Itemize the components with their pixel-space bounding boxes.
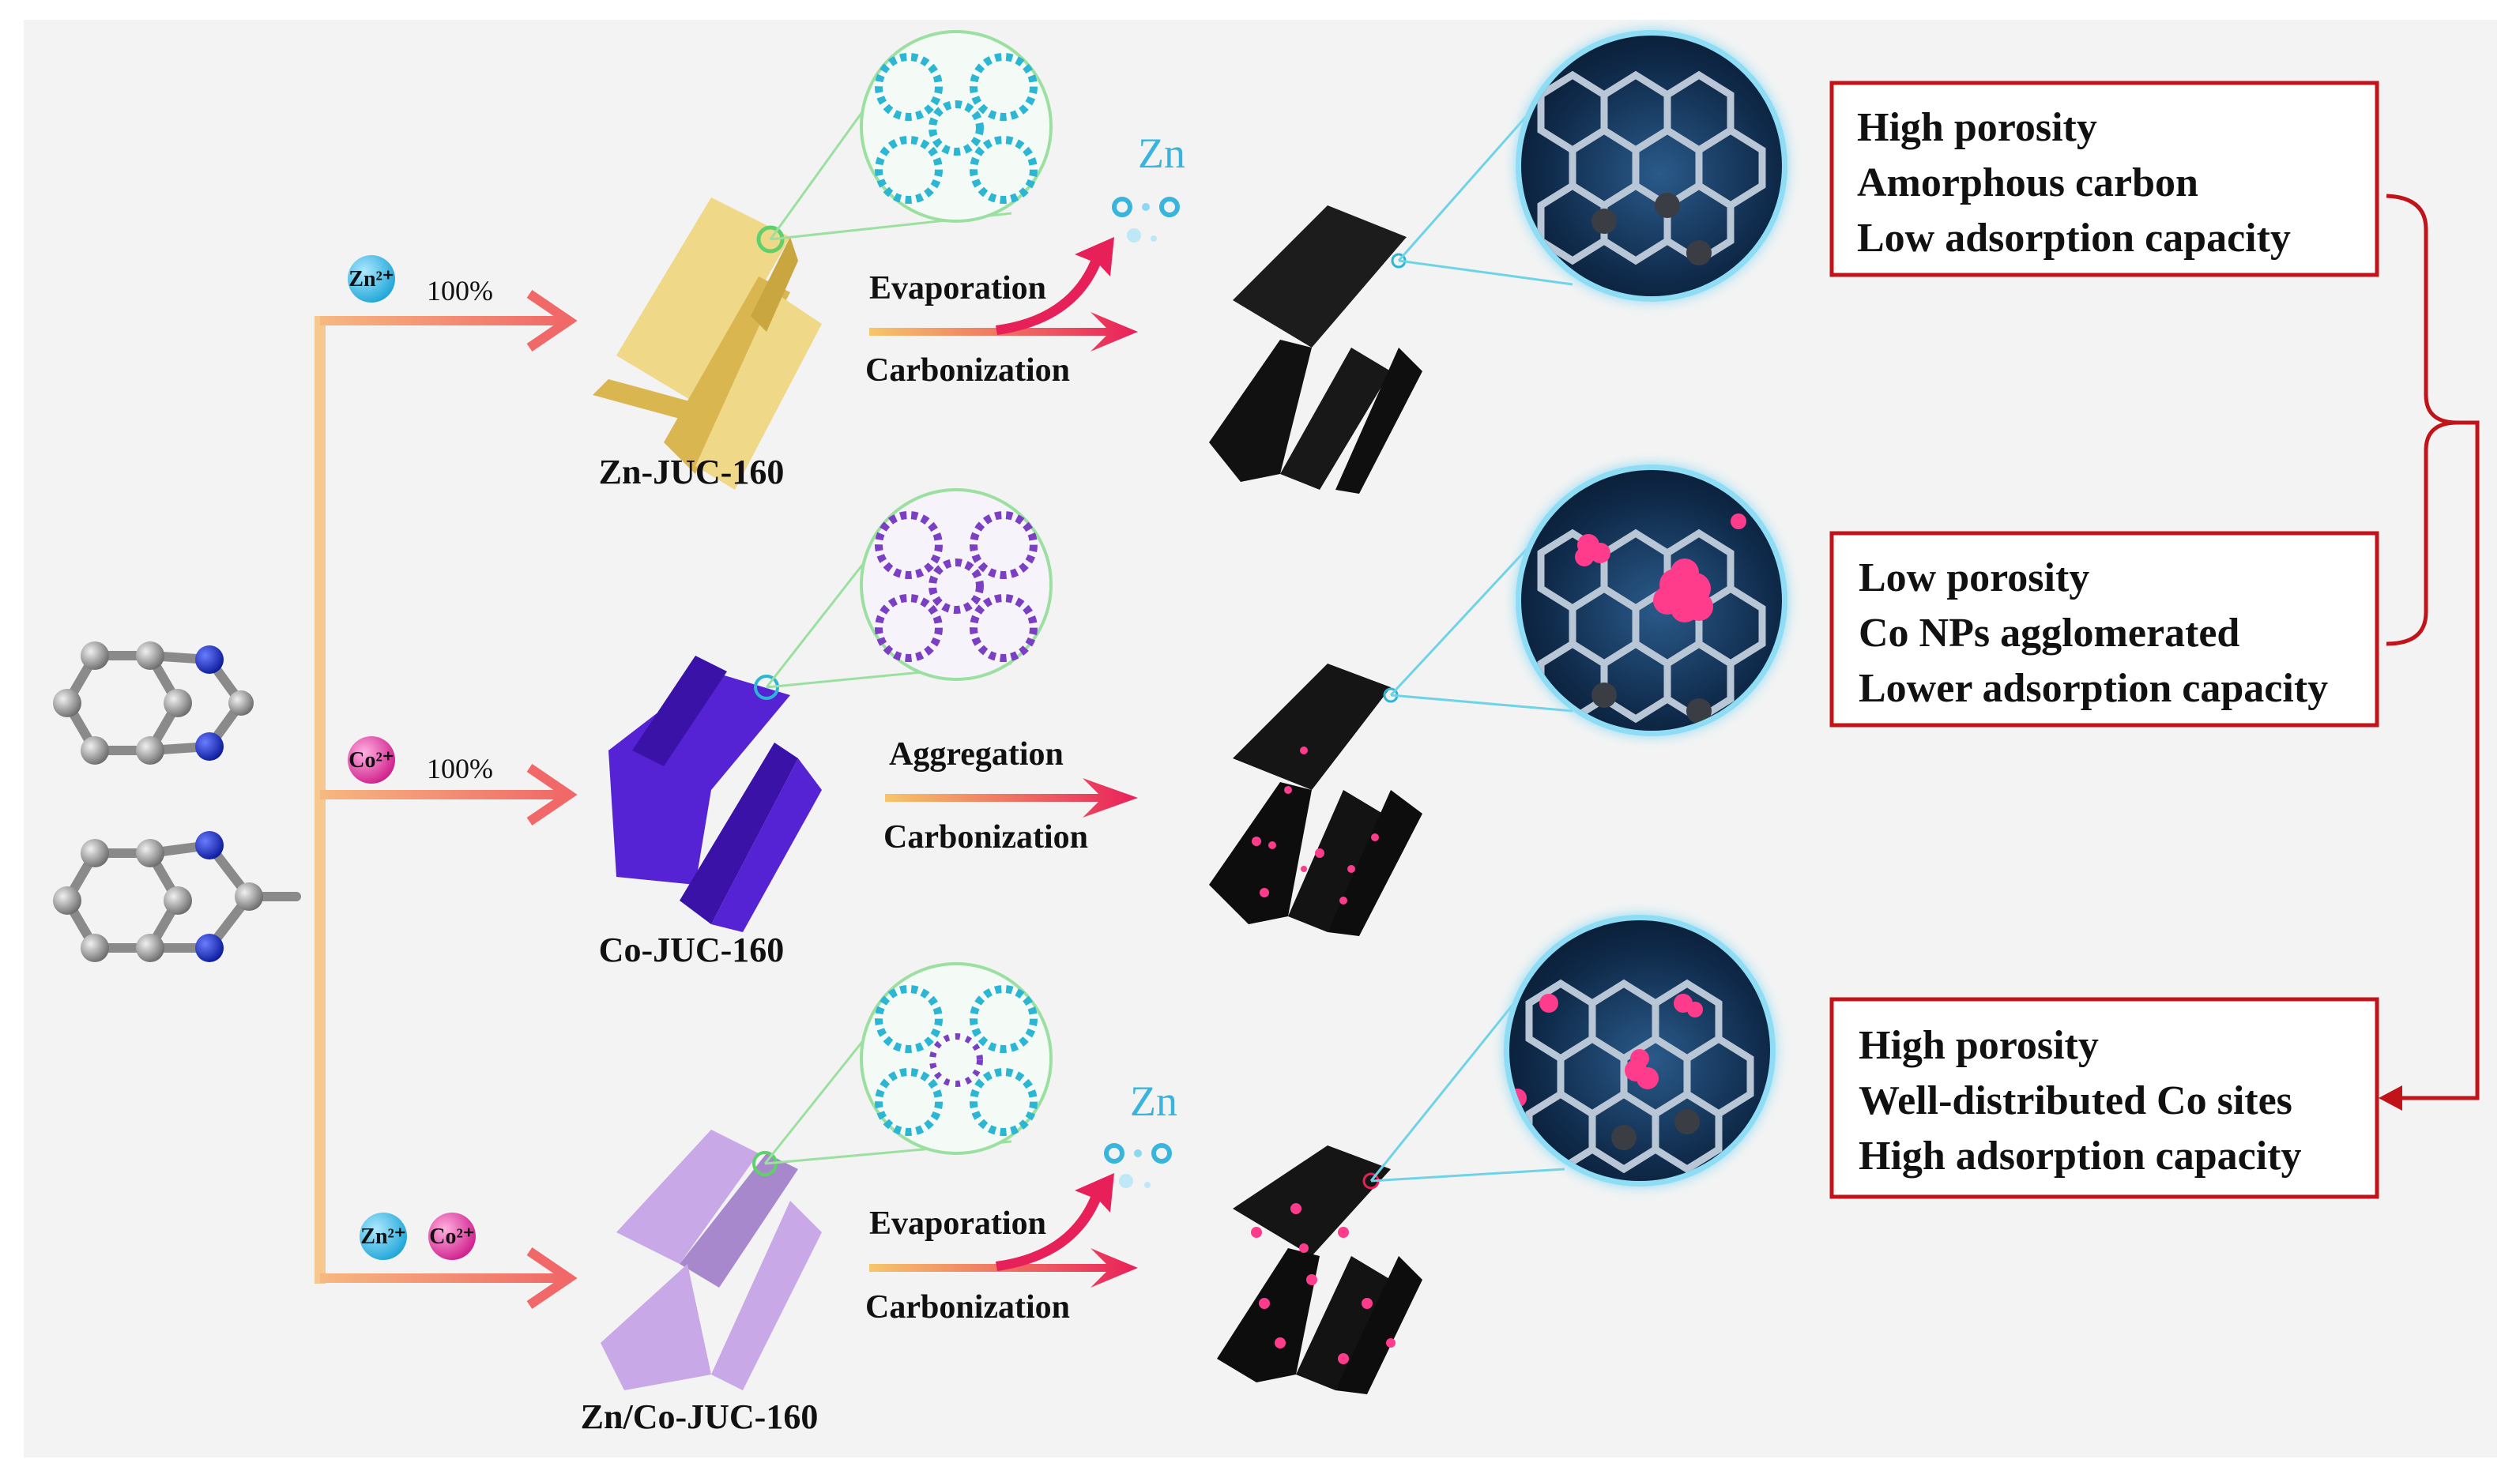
comparison-bracket (2379, 194, 2480, 1111)
framework-zoom-row1 (769, 30, 1053, 241)
carbon-zoom-row2 (1389, 464, 1787, 736)
zn-release-row1 (1112, 197, 1180, 243)
ion-badge-co-row2: Co²⁺ (348, 736, 395, 784)
benzotriazole-molecule (53, 641, 254, 765)
result-line: Well-distributed Co sites (1859, 1078, 2292, 1123)
ion-badge-zn-row1: Zn²⁺ (348, 255, 395, 303)
result-line: Amorphous carbon (1857, 160, 2198, 205)
svg-text:Co²⁺: Co²⁺ (348, 748, 394, 773)
crystal-co-juc-160 (608, 656, 822, 932)
process-top-row2: Aggregation (889, 736, 1064, 773)
result-line: High porosity (1859, 1023, 2099, 1068)
result-line: High adsorption capacity (1859, 1134, 2302, 1179)
result-box-row3: High porosity Well-distributed Co sites … (1829, 997, 2379, 1199)
released-zn-row1: Zn (1138, 130, 1185, 177)
process-bottom-row1: Carbonization (865, 352, 1070, 389)
carbon-zoom-row1 (1397, 30, 1787, 302)
process-arrow-row3 (869, 1173, 1138, 1288)
carbon-product-row3 (1217, 1145, 1422, 1394)
carbon-product-row2 (1209, 664, 1422, 936)
ion-badge-zn-row3: Zn²⁺ (360, 1213, 407, 1260)
percent-label-row1: 100% (427, 275, 493, 307)
process-top-row1: Evaporation (869, 270, 1046, 307)
result-line: Co NPs agglomerated (1859, 611, 2239, 656)
result-line: Lower adsorption capacity (1859, 666, 2328, 711)
result-line: Low porosity (1859, 555, 2089, 600)
framework-zoom-row2 (765, 488, 1053, 689)
result-line: High porosity (1857, 105, 2097, 150)
methylbenzimidazole-molecule (53, 831, 301, 962)
framework-zoom-row3 (763, 962, 1053, 1165)
carbon-zoom-row3 (1369, 915, 1776, 1187)
material-label-row2: Co-JUC-160 (599, 931, 785, 969)
branch-connector (315, 290, 578, 1309)
zn-release-row3 (1104, 1143, 1172, 1188)
material-label-row3: Zn/Co-JUC-160 (581, 1397, 819, 1436)
process-bottom-row3: Carbonization (865, 1289, 1070, 1326)
ion-badge-co-row3: Co²⁺ (428, 1213, 476, 1260)
process-top-row3: Evaporation (869, 1205, 1046, 1242)
crystal-zn-co-juc-160 (601, 1130, 822, 1390)
percent-label-row2: 100% (427, 753, 493, 784)
svg-text:Zn²⁺: Zn²⁺ (360, 1224, 405, 1249)
result-box-row2: Low porosity Co NPs agglomerated Lower a… (1829, 531, 2379, 728)
process-arrow-row2 (885, 778, 1138, 818)
process-bottom-row2: Carbonization (883, 819, 1088, 856)
released-zn-row3: Zn (1130, 1077, 1177, 1125)
carbon-product-row1 (1209, 205, 1422, 494)
svg-text:Co²⁺: Co²⁺ (429, 1224, 474, 1249)
result-line: Low adsorption capacity (1857, 216, 2291, 261)
material-label-row1: Zn-JUC-160 (599, 453, 785, 491)
process-arrow-row1 (869, 237, 1138, 352)
result-box-row1: High porosity Amorphous carbon Low adsor… (1829, 81, 2379, 277)
crystal-zn-juc-160 (593, 197, 822, 490)
svg-text:Zn²⁺: Zn²⁺ (348, 267, 394, 291)
